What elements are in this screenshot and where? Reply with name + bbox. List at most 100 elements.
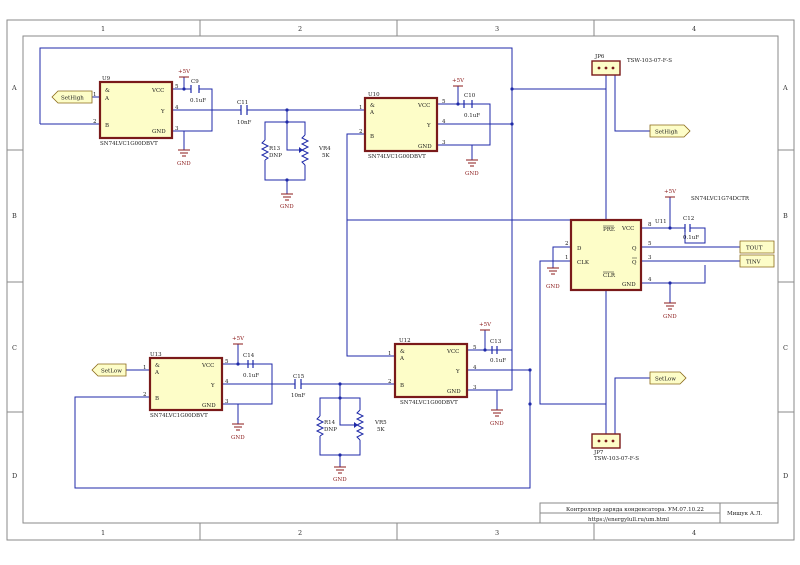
svg-text:1: 1	[565, 255, 569, 261]
chip-u9[interactable]: U9 SN74LVC1G00DBVT & A B VCC Y GND 1 2 5…	[93, 76, 179, 147]
svg-text:U9: U9	[102, 76, 111, 82]
svg-text:1: 1	[388, 351, 392, 357]
svg-text:SN74LVC1G74DCTR: SN74LVC1G74DCTR	[691, 196, 750, 202]
column-label: 4	[692, 25, 696, 33]
svg-text:SetHigh: SetHigh	[61, 96, 84, 102]
capacitor-c9[interactable]: C9 0.1uF	[190, 79, 206, 104]
net-label-sethigh-right[interactable]: SetHigh	[649, 124, 691, 138]
svg-text:1: 1	[143, 365, 147, 371]
title-block-title: Контроллер заряда конденсатора. УМ.07.10…	[566, 507, 704, 513]
svg-text:5: 5	[648, 241, 652, 247]
svg-text:10nF: 10nF	[291, 393, 306, 399]
svg-text:A: A	[369, 110, 375, 116]
svg-text:GND: GND	[546, 284, 560, 290]
vcc-symbol: +5V	[232, 336, 245, 345]
capacitor-c15[interactable]: C15 10nF	[291, 374, 306, 399]
svg-text:2: 2	[359, 129, 363, 135]
svg-text:PRE: PRE	[603, 227, 615, 233]
row-label: A	[782, 84, 788, 92]
svg-text:GND: GND	[231, 435, 245, 441]
svg-text:4: 4	[473, 365, 477, 371]
capacitor-c11[interactable]: C11 10nF	[237, 100, 252, 126]
drawing-frame	[6, 19, 795, 541]
potentiometer-vr5[interactable]: VR5 5K	[354, 409, 387, 441]
svg-text:U13: U13	[150, 352, 162, 358]
column-labels-top: 1 2 3 4	[101, 25, 696, 33]
svg-text:4: 4	[225, 379, 229, 385]
resistor-r13[interactable]: R13 DNP	[260, 139, 282, 161]
svg-text:GND: GND	[177, 161, 191, 167]
column-labels-bottom: 1 2 3 4	[101, 529, 696, 537]
net-label-tout[interactable]: TOUT	[739, 240, 775, 254]
svg-text:U10: U10	[368, 92, 380, 98]
net-label-tinv[interactable]: TINV	[739, 254, 775, 268]
title-block-url[interactable]: https://energylull.ru/um.html	[588, 517, 669, 523]
resistor-r14[interactable]: R14 DNP	[315, 415, 337, 437]
svg-text:VCC: VCC	[151, 88, 164, 94]
svg-text:SN74LVC1G00DBVT: SN74LVC1G00DBVT	[368, 154, 426, 160]
svg-text:5: 5	[225, 359, 229, 365]
svg-text:C11: C11	[237, 100, 248, 106]
ground-symbol: GND	[177, 149, 191, 167]
svg-text:VR5: VR5	[374, 420, 387, 426]
column-label: 3	[495, 529, 499, 537]
chip-u13[interactable]: U13 SN74LVC1G00DBVT & A B VCC Y GND 1 2 …	[143, 352, 229, 419]
row-label: C	[783, 344, 788, 352]
svg-text:SetLow: SetLow	[655, 377, 676, 383]
row-labels-right: A B C D	[782, 84, 788, 480]
title-block: Контроллер заряда конденсатора. УМ.07.10…	[539, 502, 779, 524]
svg-text:CLR: CLR	[603, 273, 616, 279]
svg-text:3: 3	[442, 140, 446, 146]
net-label-setlow-left[interactable]: SetLow	[91, 363, 127, 377]
svg-text:C12: C12	[683, 216, 694, 222]
svg-text:R13: R13	[269, 146, 281, 152]
chip-u10[interactable]: U10 SN74LVC1G00DBVT & A B VCC Y GND 1 2 …	[359, 92, 446, 160]
capacitor-c13[interactable]: C13 0.1uF	[490, 339, 506, 364]
row-label: D	[12, 472, 17, 480]
row-label: B	[12, 212, 17, 220]
chip-u11[interactable]: U11 SN74LVC1G74DCTR PRE D CLK CLR VCC Q …	[565, 196, 750, 292]
svg-text:0.1uF: 0.1uF	[464, 113, 480, 119]
svg-text:+5V: +5V	[664, 189, 677, 195]
svg-text:B: B	[155, 396, 159, 402]
svg-text:C14: C14	[243, 353, 255, 359]
svg-text:GND: GND	[152, 129, 166, 135]
column-label: 1	[101, 25, 105, 33]
svg-text:Q: Q	[632, 246, 637, 252]
row-label: A	[11, 84, 17, 92]
capacitor-c12[interactable]: C12 0.1uF	[683, 216, 699, 241]
ground-symbol: GND	[231, 423, 245, 441]
svg-text:B: B	[400, 383, 404, 389]
svg-text:0.1uF: 0.1uF	[190, 98, 206, 104]
svg-text:JP6: JP6	[594, 54, 605, 60]
svg-text:3: 3	[473, 385, 477, 391]
net-label-sethigh-left[interactable]: SetHigh	[51, 90, 93, 104]
ground-symbol: GND	[490, 409, 504, 427]
svg-text:C13: C13	[490, 339, 502, 345]
svg-text:4: 4	[648, 277, 652, 283]
ground-symbol: GND	[546, 267, 560, 290]
capacitor-c10[interactable]: C10 0.1uF	[463, 93, 480, 119]
net-label-setlow-right[interactable]: SetLow	[649, 371, 687, 385]
potentiometer-vr4[interactable]: VR4 5K	[299, 134, 331, 166]
svg-text:&: &	[105, 88, 110, 94]
row-label: C	[12, 344, 17, 352]
svg-text:SN74LVC1G00DBVT: SN74LVC1G00DBVT	[100, 141, 158, 147]
svg-text:2: 2	[93, 119, 97, 125]
svg-text:CLK: CLK	[577, 260, 590, 266]
svg-text:2: 2	[565, 241, 569, 247]
vcc-symbol: +5V	[479, 322, 492, 331]
column-label: 4	[692, 529, 696, 537]
capacitor-c14[interactable]: C14 0.1uF	[243, 353, 259, 379]
svg-text:&: &	[155, 363, 160, 369]
row-label: D	[783, 472, 788, 480]
svg-text:DNP: DNP	[324, 427, 337, 433]
chip-u12[interactable]: U12 SN74LVC1G00DBVT & A B VCC Y GND 1 2 …	[388, 338, 477, 406]
svg-text:TSW-103-07-F-S: TSW-103-07-F-S	[627, 58, 672, 64]
connector-jp6[interactable]: JP6 TSW-103-07-F-S	[591, 54, 672, 76]
svg-text:2: 2	[143, 392, 147, 398]
connector-jp7[interactable]: JP7 TSW-103-07-F-S	[591, 433, 639, 462]
column-label: 2	[298, 25, 302, 33]
svg-text:+5V: +5V	[452, 78, 465, 84]
